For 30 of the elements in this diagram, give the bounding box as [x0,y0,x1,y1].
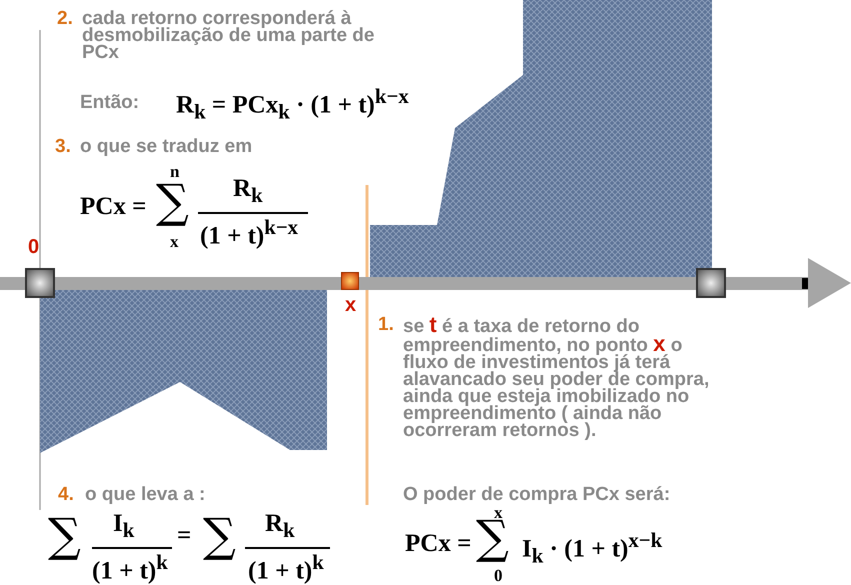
formula: PCx = [405,530,472,558]
sum-symbol: ∑ [48,512,81,558]
step-text: Então: [80,94,140,111]
sum-limit: x [170,232,178,252]
step-text: O poder de compra PCx será: [403,486,670,503]
formula: I$_{k}$ · (1 + t)$^{x−k}$ [522,528,662,568]
step-number: 2. [57,10,73,27]
formula: (1 + t)$^{k}$ [92,550,168,585]
hatched-area [40,289,327,453]
step-text: o que se traduz em [80,138,252,155]
formula: R$_{k}$ [233,175,263,208]
point-label: x [345,294,356,317]
formula: R$_{k}$ = PCx$_{k}$ · (1 + t)$^{k−x}$ [176,84,409,124]
point-label: 0 [28,236,40,259]
formula: I$_{k}$ [113,510,134,543]
formula: R$_{k}$ [265,510,295,543]
marker-square [25,268,55,298]
marker-square [341,272,359,290]
step-text: cada retorno corresponderá à desmobilização de uma parte de PCx [82,10,376,61]
sum-limit: 0 [494,566,502,585]
formula: (1 + t)$^{k}$ [248,550,324,585]
step-number: 3. [55,138,71,155]
formula: PCx = [80,193,146,221]
step-text: o que leva a : [85,486,206,503]
step-number: 4. [58,486,74,503]
formula: (1 + t)$^{k−x}$ [200,215,298,250]
sum-symbol: ∑ [203,512,236,558]
marker-square [696,268,726,298]
step-number: 1. [378,316,394,333]
formula: = [177,522,192,550]
